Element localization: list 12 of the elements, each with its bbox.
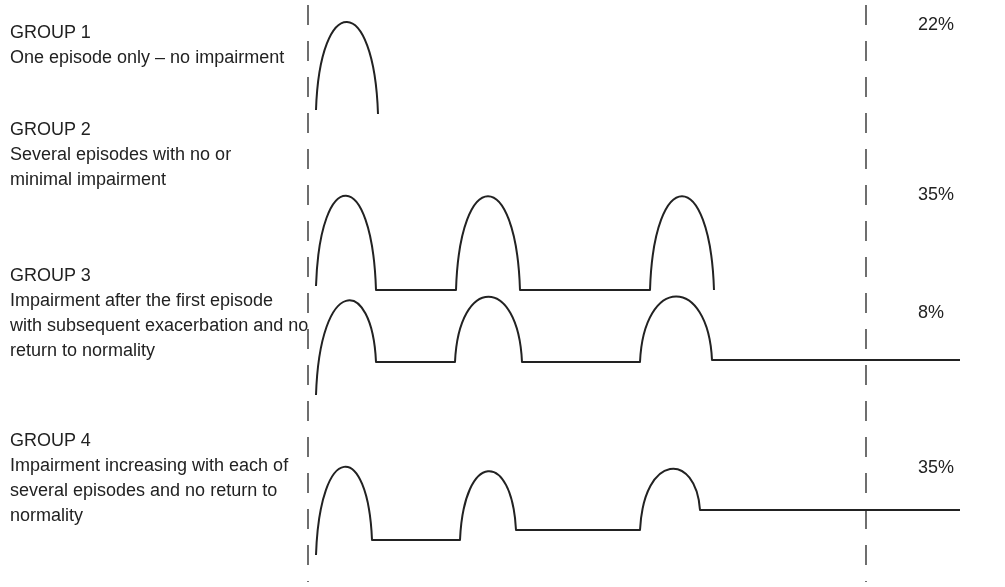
percentage: 35% <box>918 183 956 206</box>
group-description: Impairment after the first episode with subsequent exacerbation and no return to normality <box>10 289 310 362</box>
percentage: 22% <box>918 13 956 36</box>
group-heading: GROUP 2 <box>10 118 92 141</box>
group-description: One episode only – no impairment <box>10 46 286 69</box>
group-description: Several episodes with no or minimal impairment <box>10 143 233 191</box>
group-heading: GROUP 4 <box>10 429 92 452</box>
group-heading: GROUP 3 <box>10 264 92 287</box>
percentage: 8% <box>918 301 945 324</box>
group-heading: GROUP 1 <box>10 21 92 44</box>
percentage: 35% <box>918 456 956 479</box>
group-description: Impairment increasing with each of several episodes and no return to normality <box>10 454 290 527</box>
